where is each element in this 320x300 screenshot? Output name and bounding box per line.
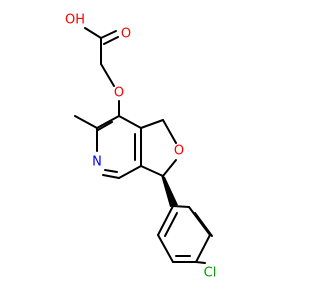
bond-n-c4 (102, 174, 120, 179)
bond-o2-c3 (162, 159, 177, 177)
bond-ar-2-double (194, 212, 213, 237)
bond-ar-cl (195, 261, 206, 264)
bond-c-carbonyl-o-2 (103, 36, 119, 45)
pyridine-nitrogen-label: N (92, 155, 102, 170)
hydroxyl-label: OH (65, 13, 85, 28)
bond-c-carbonyl-o-1 (100, 30, 117, 39)
bond-c7a-c1 (140, 119, 164, 129)
chlorophenyl-ring (157, 205, 213, 264)
bond-c4-c3a (118, 165, 142, 179)
furan-ring (140, 119, 177, 177)
bond-c3-c3a (140, 165, 164, 177)
bond-oh-c (84, 27, 102, 39)
bond-c7-c6-double (97, 121, 113, 131)
chlorine-label: Cl (204, 266, 217, 281)
bond-ar-1 (172, 205, 190, 208)
bond-methyl (74, 115, 98, 129)
bond-c7a-c7 (118, 115, 142, 129)
bond-ar-6-double (164, 212, 178, 237)
bond-ch2-o (100, 63, 115, 87)
chemical-structure: OH O O N O Cl (65, 13, 217, 281)
bond-ar-6 (157, 205, 174, 236)
bond-n-c4-double (104, 169, 118, 173)
pyridine-ring (74, 115, 142, 179)
furan-oxygen-label: O (174, 144, 184, 159)
stereo-wedge-bond (161, 175, 178, 207)
bond-c1-o2 (162, 119, 177, 144)
acetic-acid-group (84, 27, 119, 87)
carbonyl-oxygen-label: O (121, 27, 131, 42)
bond-ar-2 (188, 206, 211, 236)
bond-ar-5 (157, 234, 174, 263)
ether-oxygen-label: O (114, 86, 124, 101)
bond-c7-c6 (96, 115, 120, 129)
bond-ar-3 (195, 234, 211, 263)
